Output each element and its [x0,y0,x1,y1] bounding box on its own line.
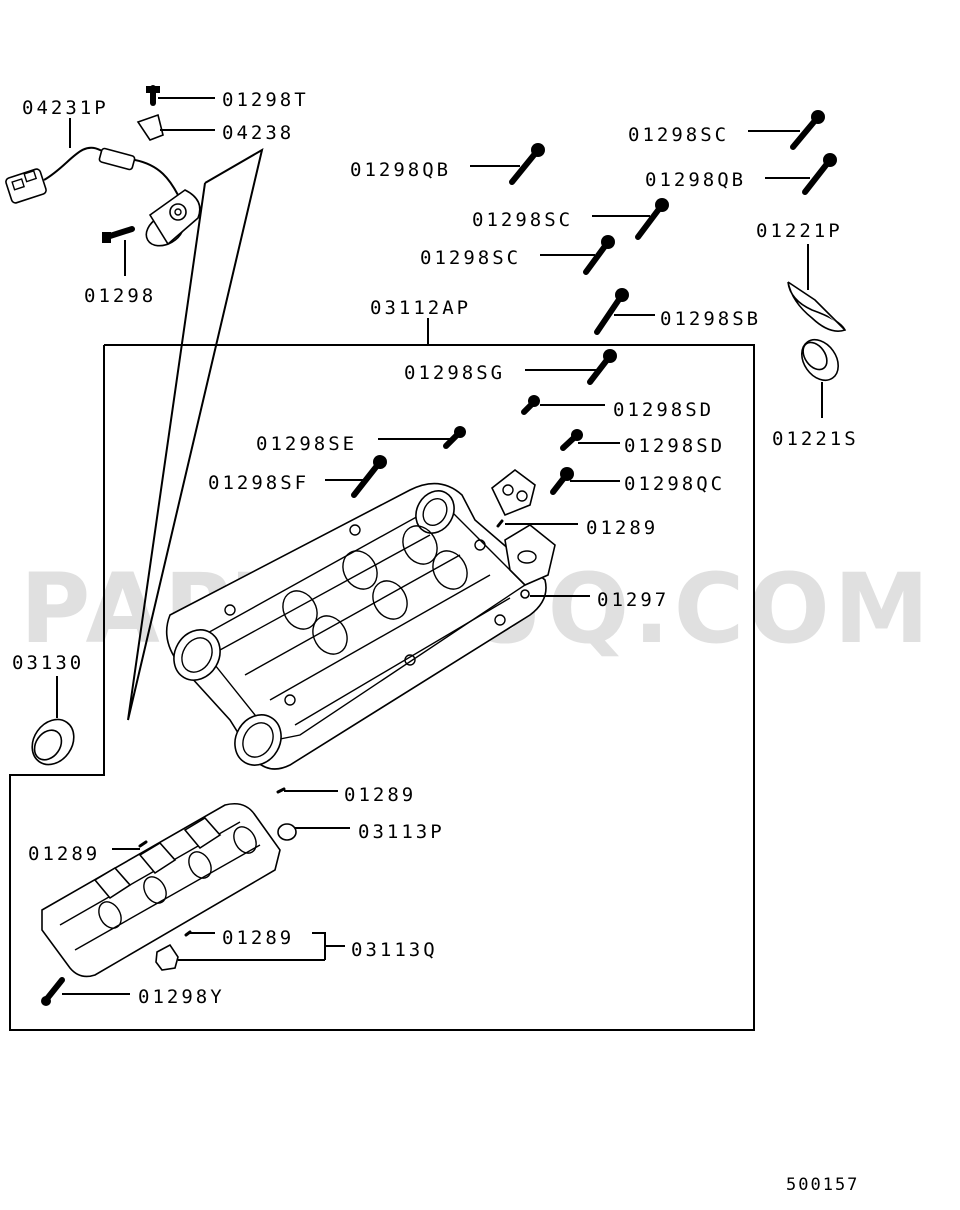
label-01289-a[interactable]: 01289 [586,517,658,539]
label-01298QC[interactable]: 01298QC [624,473,725,495]
sensor-assembly [5,85,201,247]
label-01298SD-b[interactable]: 01298SD [624,435,725,457]
label-01298SC-c[interactable]: 01298SC [420,247,521,269]
label-01289-b[interactable]: 01289 [344,784,416,806]
label-04238[interactable]: 04238 [222,122,294,144]
label-01298[interactable]: 01298 [84,285,156,307]
label-01289-d[interactable]: 01289 [222,927,294,949]
label-01298SC-a[interactable]: 01298SC [628,124,729,146]
label-04231P[interactable]: 04231P [22,97,109,119]
part-labels: 04231P 01298T 04238 01298 03112AP 03130 … [12,89,859,1008]
label-03113Q[interactable]: 03113Q [351,939,438,961]
assembly-frame [9,344,755,1031]
label-01298QB-a[interactable]: 01298QB [350,159,451,181]
label-01221S[interactable]: 01221S [772,428,859,450]
cylinder-head [165,482,547,770]
label-01289-c[interactable]: 01289 [28,843,100,865]
seal-01221 [787,281,847,382]
label-01298SF[interactable]: 01298SF [208,472,309,494]
label-01298SB[interactable]: 01298SB [660,308,761,330]
label-01298T[interactable]: 01298T [222,89,309,111]
leader-lines [56,97,823,995]
label-01297[interactable]: 01297 [597,589,669,611]
label-03112AP[interactable]: 03112AP [370,297,471,319]
label-03113P[interactable]: 03113P [358,821,445,843]
sensor-bracket [136,113,164,141]
label-01298SD-a[interactable]: 01298SD [613,399,714,421]
label-01298Y[interactable]: 01298Y [138,986,225,1008]
seal-03130 [31,718,75,766]
label-01298QB-b[interactable]: 01298QB [645,169,746,191]
label-01298SG[interactable]: 01298SG [404,362,505,384]
bolts-top-right [351,110,837,498]
label-03130[interactable]: 03130 [12,652,84,674]
label-01298SE[interactable]: 01298SE [256,433,357,455]
diagram-code: 500157 [786,1175,859,1195]
camshaft-housing [41,787,297,1006]
label-01221P[interactable]: 01221P [756,220,843,242]
label-01298SC-b[interactable]: 01298SC [472,209,573,231]
bearing-caps [490,468,556,599]
